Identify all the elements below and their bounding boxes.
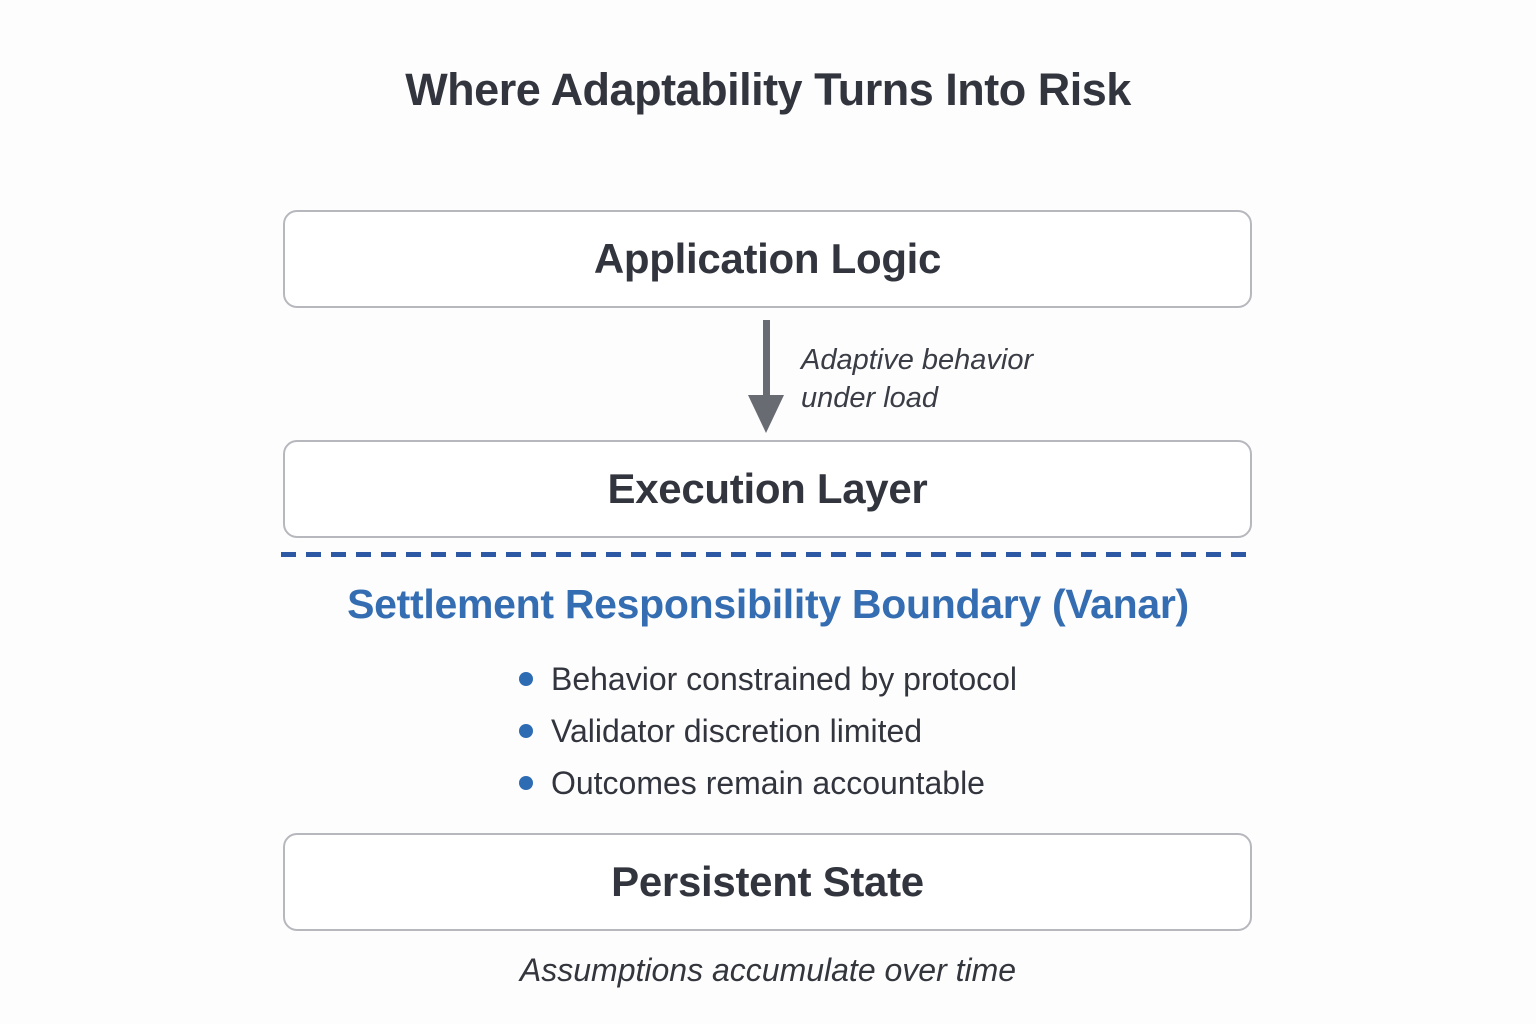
application-logic-label: Application Logic [593, 235, 942, 282]
execution-layer-box: Execution Layer [283, 440, 1252, 538]
application-logic-box: Application Logic [283, 210, 1252, 308]
list-item: Validator discretion limited [518, 712, 1017, 750]
settlement-boundary-dashed-line [281, 552, 1253, 557]
execution-layer-label: Execution Layer [607, 465, 928, 512]
bullet-text: Validator discretion limited [550, 713, 923, 749]
diagram-title: Where Adaptability Turns Into Risk [405, 64, 1131, 115]
boundary-bullet-list: Behavior constrained by protocol Validat… [0, 660, 1536, 802]
list-item: Outcomes remain accountable [518, 764, 1017, 802]
bullet-text: Behavior constrained by protocol [550, 661, 1018, 697]
bullet-dot-icon [518, 776, 533, 790]
bullet-dot-icon [518, 724, 533, 738]
persistent-state-box: Persistent State [283, 833, 1252, 931]
arrow-head [748, 395, 784, 433]
settlement-boundary-heading: Settlement Responsibility Boundary (Vana… [347, 581, 1189, 627]
persistent-state-label: Persistent State [611, 858, 924, 905]
arrow-annotation-line1: Adaptive behavior [801, 344, 1034, 376]
arrow-shaft [763, 320, 770, 398]
arrow-annotation-line2: under load [801, 382, 939, 414]
footer-annotation: Assumptions accumulate over time [519, 952, 1017, 988]
down-arrow-icon [748, 320, 785, 433]
bullet-text: Outcomes remain accountable [550, 765, 985, 801]
list-item: Behavior constrained by protocol [518, 660, 1018, 698]
bullet-list-inner: Behavior constrained by protocol Validat… [518, 660, 1018, 802]
arrow-annotation: Adaptive behavior under load [801, 341, 1033, 417]
bullet-dot-icon [518, 672, 533, 686]
